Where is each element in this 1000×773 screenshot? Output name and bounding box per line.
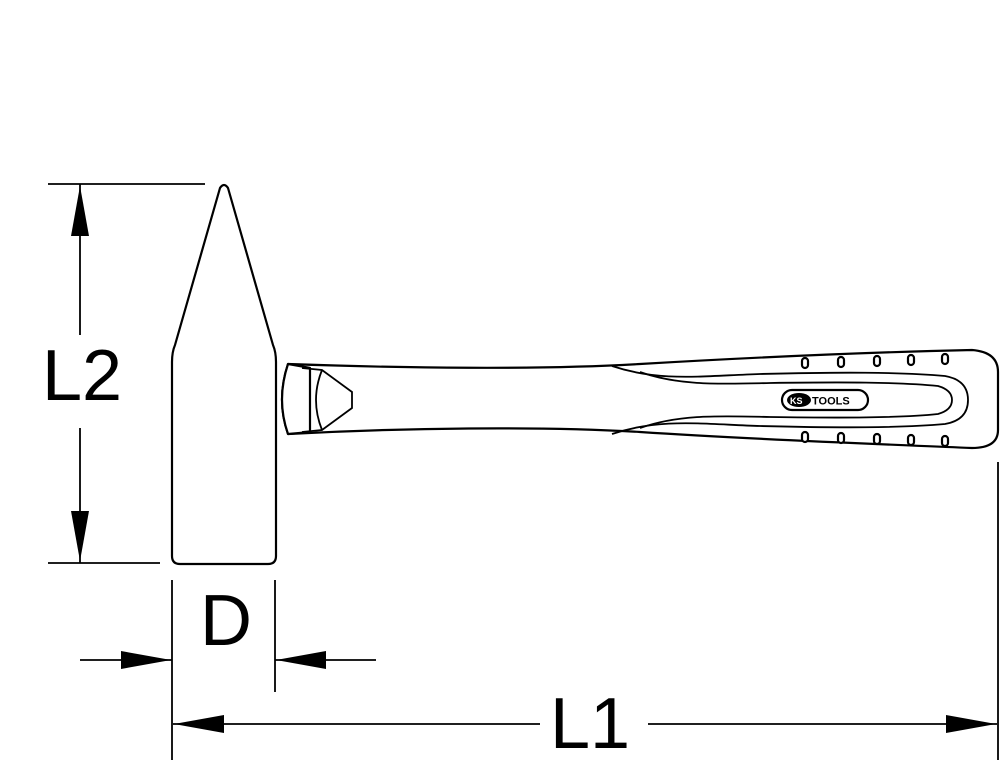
dimension-l1: L1 bbox=[173, 462, 999, 764]
dimension-d: D bbox=[80, 580, 376, 760]
label-l2: L2 bbox=[42, 336, 122, 416]
handle-ferrule bbox=[280, 362, 312, 436]
handle-outline bbox=[280, 348, 1000, 450]
label-l1: L1 bbox=[550, 684, 630, 764]
hammer-handle: KS TOOLS bbox=[280, 348, 1000, 450]
handle-shank-line bbox=[315, 369, 323, 431]
label-d: D bbox=[200, 581, 252, 661]
svg-text:TOOLS: TOOLS bbox=[812, 396, 850, 408]
grip-inner-inlay bbox=[639, 371, 953, 429]
grip-dimples-top bbox=[800, 352, 950, 370]
svg-text:KS: KS bbox=[790, 396, 803, 406]
grip-dimples-bottom bbox=[800, 430, 950, 448]
handle-shank-tip bbox=[301, 367, 353, 433]
hammer-head bbox=[170, 183, 278, 566]
dimension-l2: L2 bbox=[42, 183, 205, 564]
brand-logo: KS TOOLS bbox=[780, 388, 870, 412]
grip-outer-inlay bbox=[611, 365, 969, 435]
